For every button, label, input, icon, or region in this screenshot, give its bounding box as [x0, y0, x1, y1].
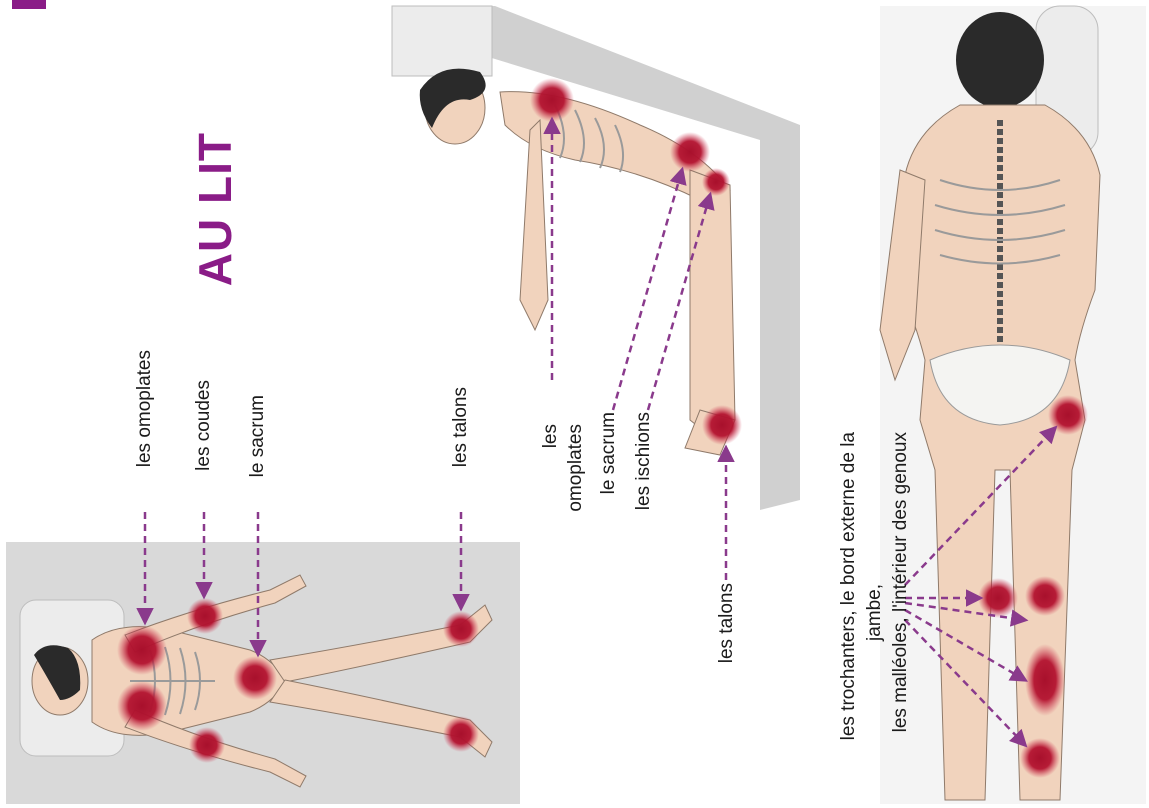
seated-spot-sacrum	[670, 132, 710, 172]
side-label-line1: les trochanters, le bord externe de la	[838, 432, 860, 740]
side-spot-malleolus	[1020, 738, 1060, 778]
side-label-line2: jambe,	[864, 584, 886, 641]
label-omoplates: les omoplates	[134, 350, 156, 467]
spot-heel-top	[443, 611, 479, 647]
label-coudes: les coudes	[193, 380, 215, 471]
side-figure	[880, 6, 1146, 804]
spot-elbow-top	[187, 598, 223, 634]
seated-arrow-sacrum	[613, 170, 682, 410]
seated-arm	[520, 120, 548, 330]
seated-label-ischions: les ischions	[633, 412, 655, 510]
seated-label-les: les	[540, 424, 562, 448]
label-sacrum: le sacrum	[247, 395, 269, 477]
seated-figure	[392, 6, 800, 580]
spot-sacrum	[233, 656, 277, 700]
spot-shoulder-bottom	[117, 681, 167, 731]
spot-elbow-bottom	[189, 727, 225, 763]
seated-label-omoplates: omoplates	[565, 424, 587, 512]
spot-shoulder-top	[117, 625, 167, 675]
side-label-line3: les malléoles, l'intérieur des genoux	[890, 432, 912, 732]
side-head	[956, 12, 1044, 108]
seated-spot-ischions	[702, 168, 730, 196]
supine-figure	[6, 512, 520, 804]
side-spot-leg-outer	[1025, 644, 1065, 716]
side-spot-knee-inner	[978, 578, 1018, 618]
side-spot-knee-outer	[1025, 576, 1065, 616]
spot-heel-bottom	[443, 716, 479, 752]
page-title: AU LIT	[192, 132, 238, 286]
seated-spot-talons	[702, 405, 742, 445]
seated-pillow	[392, 6, 492, 76]
seated-leg	[690, 170, 735, 440]
seated-label-sacrum: le sacrum	[598, 412, 620, 494]
label-talons: les talons	[450, 387, 472, 467]
seated-label-talons: les talons	[716, 583, 738, 663]
seated-spot-omoplates	[530, 78, 574, 122]
side-spot-trochanter	[1048, 395, 1088, 435]
